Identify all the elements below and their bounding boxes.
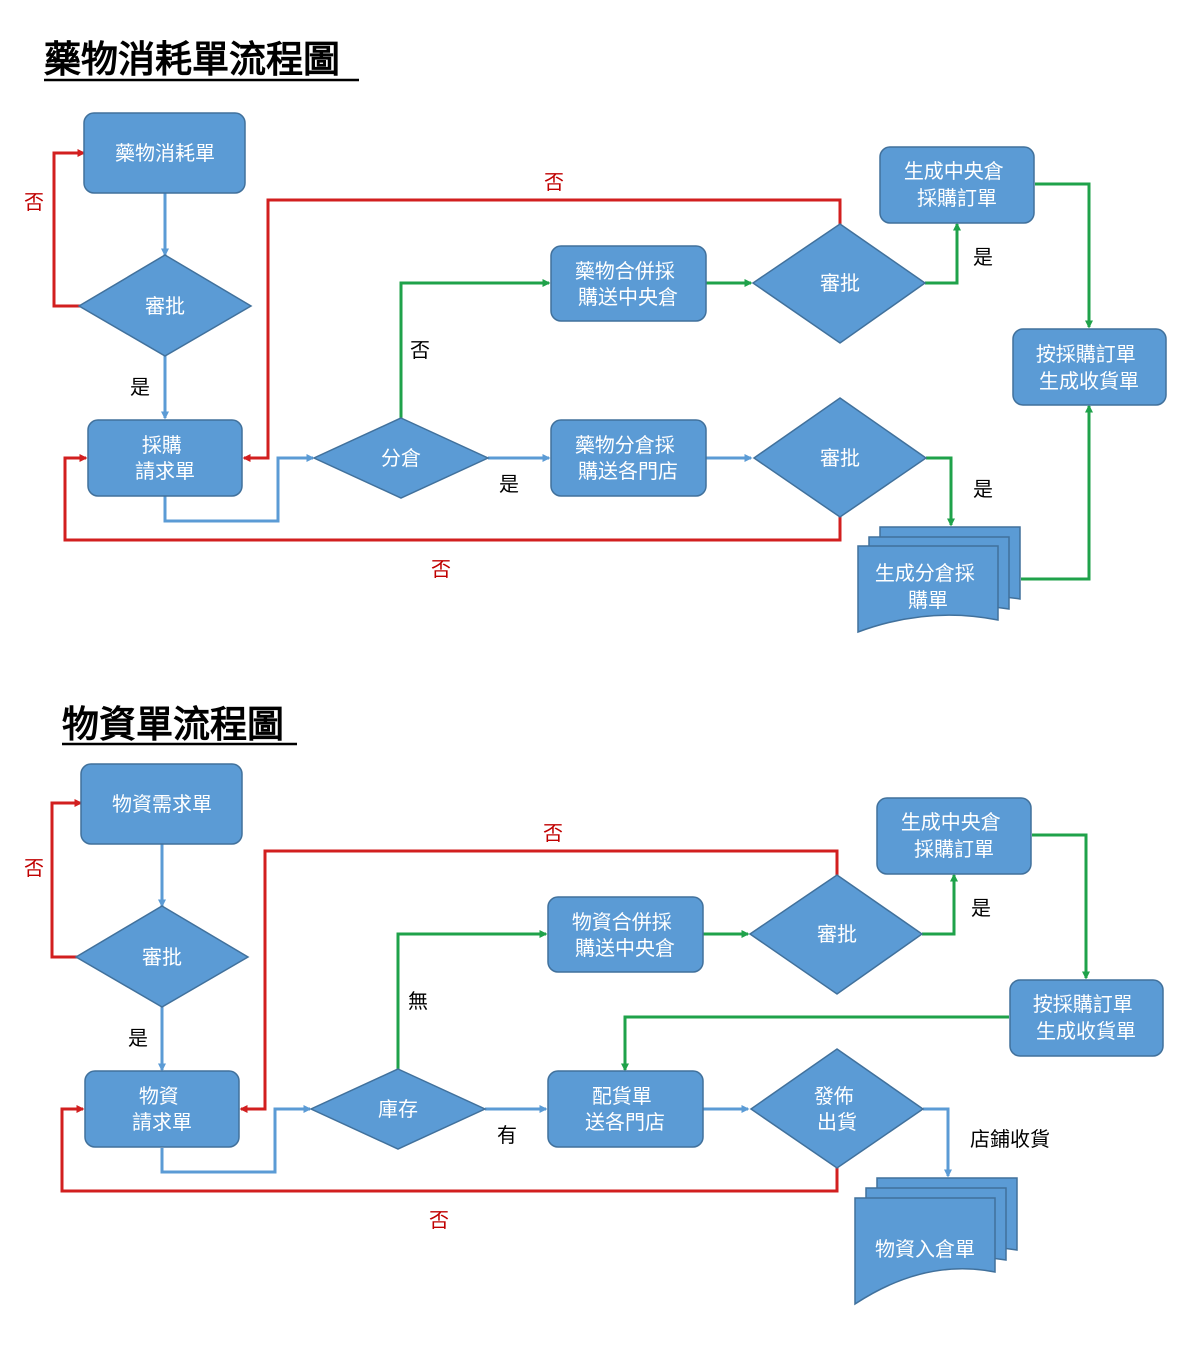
node-central-po[interactable]	[879, 146, 1035, 224]
label-no-top: 否	[543, 821, 563, 845]
flow-approve-branch-yes	[926, 456, 955, 527]
node-receipt-label: 按採購訂單 生成收貨單	[1033, 992, 1139, 1043]
connectors-1	[52, 149, 1093, 581]
flow-ship-to-warehouse	[923, 1107, 952, 1178]
diagram-2-title: 物資單流程圖	[62, 703, 284, 746]
label-yes-split: 是	[499, 472, 519, 496]
node-approve-merge[interactable]	[751, 223, 927, 344]
label-no-bottom: 否	[429, 1208, 449, 1232]
node-merge-label: 物資合併採 購送中央倉	[572, 910, 678, 960]
label-store-receive: 店鋪收貨	[970, 1127, 1050, 1151]
node-receipt-label: 按採購訂單 生成收貨單	[1036, 342, 1142, 393]
node-request-label: 採購 請求單	[135, 433, 195, 483]
node-split-label: 分倉	[381, 446, 421, 470]
node-request-label: 物資 請求單	[132, 1084, 192, 1134]
label-none-stock: 無	[408, 989, 428, 1013]
nodes-1	[77, 112, 1167, 634]
flow-request-to-stock	[160, 1105, 312, 1174]
flow-ship-no-loop	[60, 1105, 839, 1193]
label-have-stock: 有	[497, 1123, 517, 1147]
node-approve-1[interactable]	[74, 905, 250, 1008]
node-stock[interactable]	[309, 1068, 487, 1150]
node-request[interactable]	[84, 1070, 240, 1148]
flow-receipt-to-dispatch	[621, 1015, 1009, 1072]
label-no-left: 否	[24, 190, 44, 214]
flow-request-to-split	[163, 454, 315, 523]
node-consume-label: 藥物消耗單	[115, 141, 215, 165]
node-labels-2: 物資需求單 審批 物資 請求單 庫存 物資合併採 購送中央倉 審批 配貨單 送各…	[112, 792, 1139, 1261]
node-approve-1-label: 審批	[142, 945, 182, 969]
flow-approve-no-loop	[52, 149, 86, 308]
node-branch-po-label: 生成分倉採 購單	[875, 561, 981, 612]
label-yes-central: 是	[973, 245, 993, 269]
node-central-po-label: 生成中央倉 採購訂單	[904, 159, 1010, 210]
node-branch[interactable]	[550, 419, 707, 497]
node-central-po[interactable]	[876, 797, 1032, 875]
node-dispatch-label: 配貨單 送各門店	[585, 1084, 665, 1134]
node-stock-label: 庫存	[378, 1097, 418, 1121]
edge-labels-1: 否 是 否 否 是 是 是 否	[24, 170, 993, 581]
node-approve-merge-label: 審批	[817, 922, 857, 946]
label-yes-approve1: 是	[128, 1026, 148, 1050]
node-approve-merge[interactable]	[748, 874, 924, 995]
diagram-1: 藥物消耗單流程圖	[24, 38, 1167, 634]
node-split[interactable]	[312, 417, 490, 499]
edge-labels-2: 否 是 否 無 有 是 店鋪收貨 否	[24, 821, 1050, 1232]
label-yes-approve1: 是	[130, 375, 150, 399]
label-no-left: 否	[24, 856, 44, 880]
node-need-label: 物資需求單	[112, 792, 212, 816]
node-approve-branch-label: 審批	[820, 446, 860, 470]
flow-approve-branch-no	[63, 454, 842, 542]
node-merge[interactable]	[550, 245, 707, 322]
node-request[interactable]	[87, 419, 243, 497]
flow-approve-merge-no	[242, 198, 842, 462]
node-labels-1: 藥物消耗單 審批 採購 請求單 分倉 藥物合併採 購送中央倉 審批 藥物分倉採 …	[115, 141, 1142, 612]
node-warehouse-in[interactable]	[854, 1177, 1018, 1306]
node-approve-merge-label: 審批	[820, 271, 860, 295]
node-receipt[interactable]	[1012, 328, 1167, 406]
doc-layer-front	[854, 1197, 996, 1306]
connectors-2	[50, 799, 1090, 1193]
flow-approve-merge-no	[239, 849, 839, 1113]
flow-central-to-receipt	[1035, 182, 1093, 329]
flow-stock-none-merge	[396, 930, 548, 1069]
node-ship-label: 發佈 出貨	[814, 1084, 860, 1134]
node-branch-label: 藥物分倉採 購送各門店	[575, 433, 681, 483]
node-merge-label: 藥物合併採 購送中央倉	[575, 259, 681, 309]
flow-approve-yes-central	[925, 222, 961, 285]
node-approve-1[interactable]	[77, 254, 253, 357]
node-merge[interactable]	[547, 896, 704, 973]
node-dispatch[interactable]	[547, 1070, 704, 1148]
flow-branchpo-to-receipt	[1021, 404, 1093, 581]
node-consume[interactable]	[83, 112, 246, 194]
flow-split-no-merge	[399, 279, 551, 418]
label-yes-branch: 是	[973, 477, 993, 501]
flow-central-to-receipt	[1032, 833, 1090, 980]
node-central-po-label: 生成中央倉 採購訂單	[901, 810, 1007, 861]
node-receipt[interactable]	[1009, 979, 1164, 1057]
label-no-bottom: 否	[431, 557, 451, 581]
label-no-split: 否	[410, 338, 430, 362]
node-approve-branch[interactable]	[752, 397, 928, 518]
doc-layer-front	[857, 545, 999, 634]
node-warehouse-in-label: 物資入倉單	[875, 1237, 975, 1261]
label-no-top: 否	[544, 170, 564, 194]
node-need[interactable]	[80, 763, 243, 845]
flow-approve-no-loop	[50, 799, 83, 959]
node-branch-po[interactable]	[857, 526, 1021, 634]
node-ship[interactable]	[749, 1048, 925, 1169]
nodes-2	[74, 763, 1164, 1306]
flow-approve-yes-central	[922, 873, 958, 936]
label-yes-central: 是	[971, 896, 991, 920]
diagram-1-title: 藥物消耗單流程圖	[44, 38, 340, 81]
diagram-2: 物資單流程圖	[24, 703, 1164, 1306]
node-approve-1-label: 審批	[145, 294, 185, 318]
